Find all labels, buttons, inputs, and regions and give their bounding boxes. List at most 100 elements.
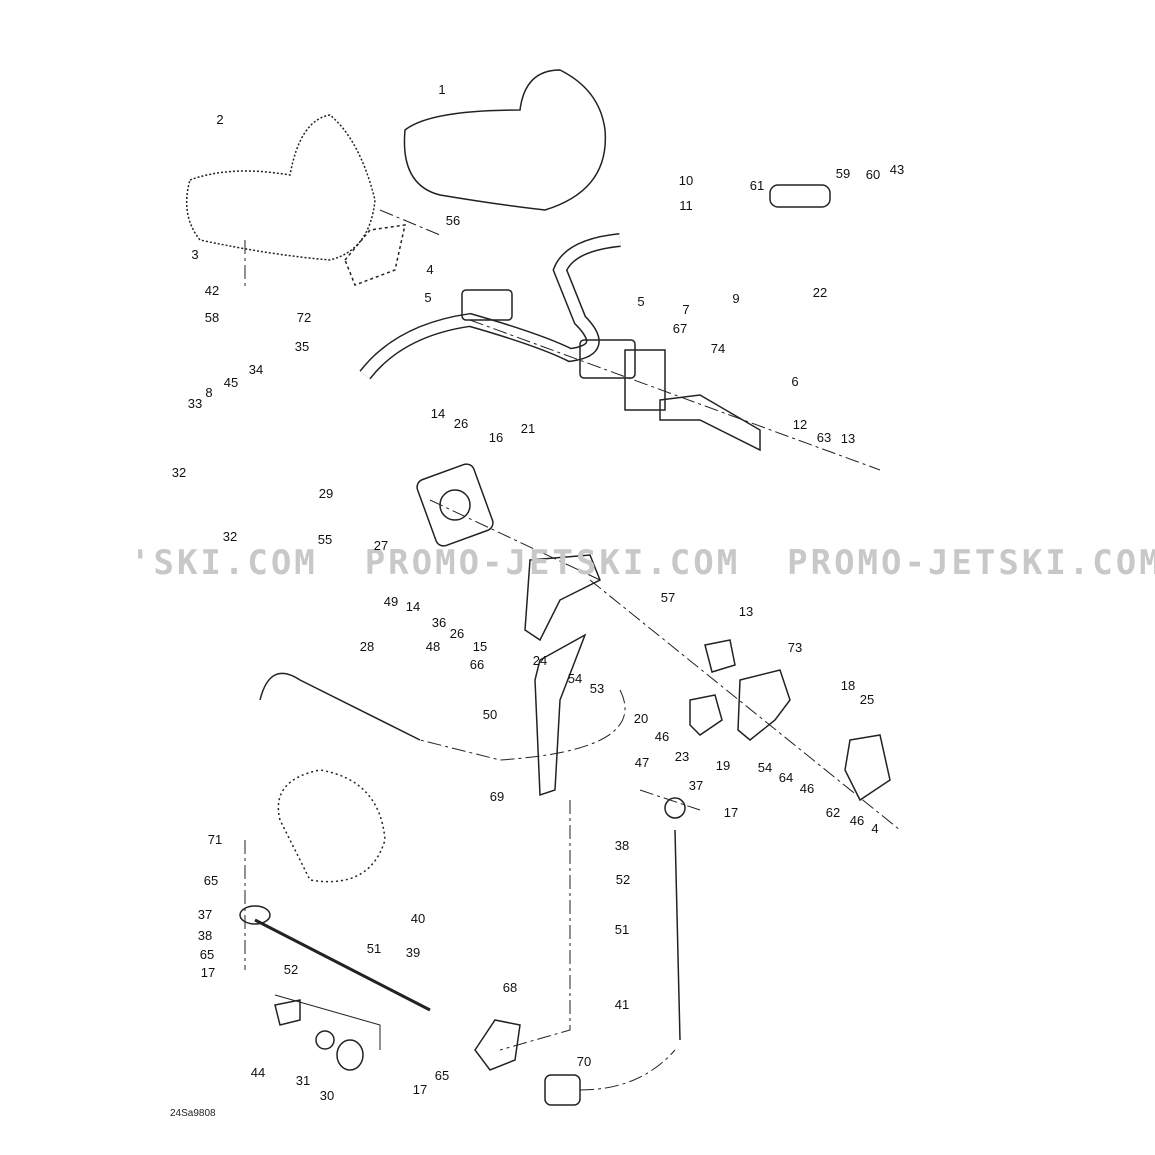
callout-23: 23 — [674, 749, 690, 764]
callout-67: 67 — [672, 321, 688, 336]
callout-72: 72 — [296, 310, 312, 325]
callout-62: 62 — [825, 805, 841, 820]
callout-73: 73 — [787, 640, 803, 655]
callout-31: 31 — [295, 1073, 311, 1088]
callout-46: 46 — [849, 813, 865, 828]
callout-9: 9 — [732, 291, 740, 306]
gasket — [344, 224, 406, 286]
washer-31 — [315, 1030, 335, 1050]
callout-13: 13 — [840, 431, 856, 446]
handlebar-21-inner — [360, 234, 621, 379]
callout-41: 41 — [614, 997, 630, 1012]
callout-27: 27 — [373, 538, 389, 553]
callout-47: 47 — [634, 755, 650, 770]
callout-8: 8 — [205, 385, 213, 400]
bushing-13 — [704, 639, 736, 673]
drawing-code: 24Sa9808 — [170, 1108, 216, 1119]
callout-65: 65 — [434, 1068, 450, 1083]
plate-62 — [844, 734, 891, 802]
cable-28 — [259, 672, 421, 741]
callout-4: 4 — [871, 821, 879, 836]
callout-16: 16 — [488, 430, 504, 445]
callout-21: 21 — [520, 421, 536, 436]
callout-6: 6 — [791, 374, 799, 389]
callout-52: 52 — [283, 962, 299, 977]
callout-44: 44 — [250, 1065, 266, 1080]
callout-65: 65 — [203, 873, 219, 888]
callout-7: 7 — [682, 302, 690, 317]
bushing-70 — [544, 1074, 581, 1106]
column-74 — [659, 394, 761, 452]
sleeve-30 — [336, 1039, 364, 1071]
callout-30: 30 — [319, 1088, 335, 1103]
support-24 — [524, 554, 601, 642]
callout-63: 63 — [816, 430, 832, 445]
lever-50 — [534, 633, 587, 797]
callout-1: 1 — [438, 82, 446, 97]
callout-74: 74 — [710, 341, 726, 356]
callout-5: 5 — [637, 294, 645, 309]
clamp-68 — [474, 1019, 521, 1071]
callout-20: 20 — [633, 711, 649, 726]
callout-14: 14 — [430, 406, 446, 421]
callout-19: 19 — [715, 758, 731, 773]
callout-33: 33 — [187, 396, 203, 411]
callout-53: 53 — [589, 681, 605, 696]
callout-24: 24 — [532, 653, 548, 668]
callout-50: 50 — [482, 707, 498, 722]
callout-28: 28 — [359, 639, 375, 654]
callout-22: 22 — [812, 285, 828, 300]
ball-joint-37 — [664, 797, 686, 819]
seat-1 — [403, 69, 607, 211]
callout-48: 48 — [425, 639, 441, 654]
bushing-23 — [689, 694, 723, 736]
callout-60: 60 — [865, 167, 881, 182]
group-bracket-line — [274, 994, 381, 1050]
callout-40: 40 — [410, 911, 426, 926]
callout-18: 18 — [840, 678, 856, 693]
clamp-5-right — [579, 339, 636, 379]
callout-25: 25 — [859, 692, 875, 707]
callout-37: 37 — [197, 907, 213, 922]
callout-12: 12 — [792, 417, 808, 432]
callout-54: 54 — [567, 671, 583, 686]
clamp-5-left — [461, 289, 513, 321]
seat-foam-2 — [185, 114, 376, 261]
callout-3: 3 — [191, 247, 199, 262]
callout-5: 5 — [424, 290, 432, 305]
callout-70: 70 — [576, 1054, 592, 1069]
callout-36: 36 — [431, 615, 447, 630]
callout-56: 56 — [445, 213, 461, 228]
callout-32: 32 — [171, 465, 187, 480]
cable-41 — [674, 829, 681, 1041]
callout-35: 35 — [294, 339, 310, 354]
callout-46: 46 — [799, 781, 815, 796]
callout-57: 57 — [660, 590, 676, 605]
assembly-lines — [244, 209, 901, 1091]
callout-59: 59 — [835, 166, 851, 181]
callout-38: 38 — [614, 838, 630, 853]
callout-54: 54 — [757, 760, 773, 775]
callout-2: 2 — [216, 112, 224, 127]
callout-14: 14 — [405, 599, 421, 614]
callout-68: 68 — [502, 980, 518, 995]
callout-34: 34 — [248, 362, 264, 377]
callout-46: 46 — [654, 729, 670, 744]
callout-32: 32 — [222, 529, 238, 544]
bushing-44 — [274, 999, 301, 1026]
callout-26: 26 — [453, 416, 469, 431]
callout-37: 37 — [688, 778, 704, 793]
callout-42: 42 — [204, 283, 220, 298]
callout-69: 69 — [489, 789, 505, 804]
callout-71: 71 — [207, 832, 223, 847]
callout-55: 55 — [317, 532, 333, 547]
callout-13: 13 — [738, 604, 754, 619]
callout-26: 26 — [449, 626, 465, 641]
rod-52 — [254, 918, 431, 1012]
callout-51: 51 — [366, 941, 382, 956]
callout-52: 52 — [615, 872, 631, 887]
callout-17: 17 — [412, 1082, 428, 1097]
bracket-73 — [737, 669, 791, 741]
